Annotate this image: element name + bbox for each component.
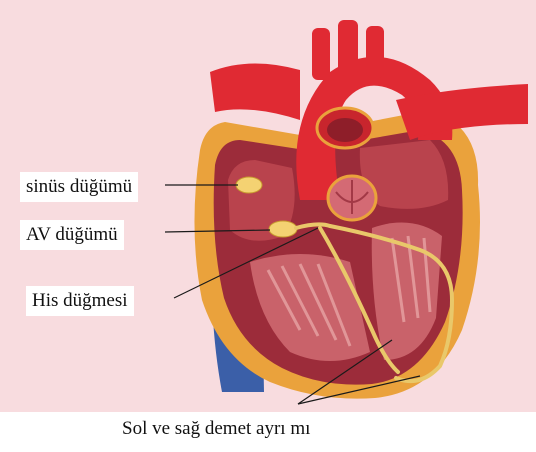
aortic-branch-3 — [366, 26, 384, 78]
label-bundle-branches: Sol ve sağ demet ayrı mı — [116, 414, 316, 444]
aortic-branch-2 — [338, 20, 358, 76]
av-node — [269, 221, 297, 237]
pulmonary-lumen — [327, 118, 363, 142]
aortic-branch-1 — [312, 28, 330, 80]
label-sinus-node: sinüs düğümü — [20, 172, 138, 202]
label-his-bundle: His düğmesi — [26, 286, 134, 316]
label-av-node: AV düğümü — [20, 220, 124, 250]
sinus-node — [236, 177, 262, 193]
